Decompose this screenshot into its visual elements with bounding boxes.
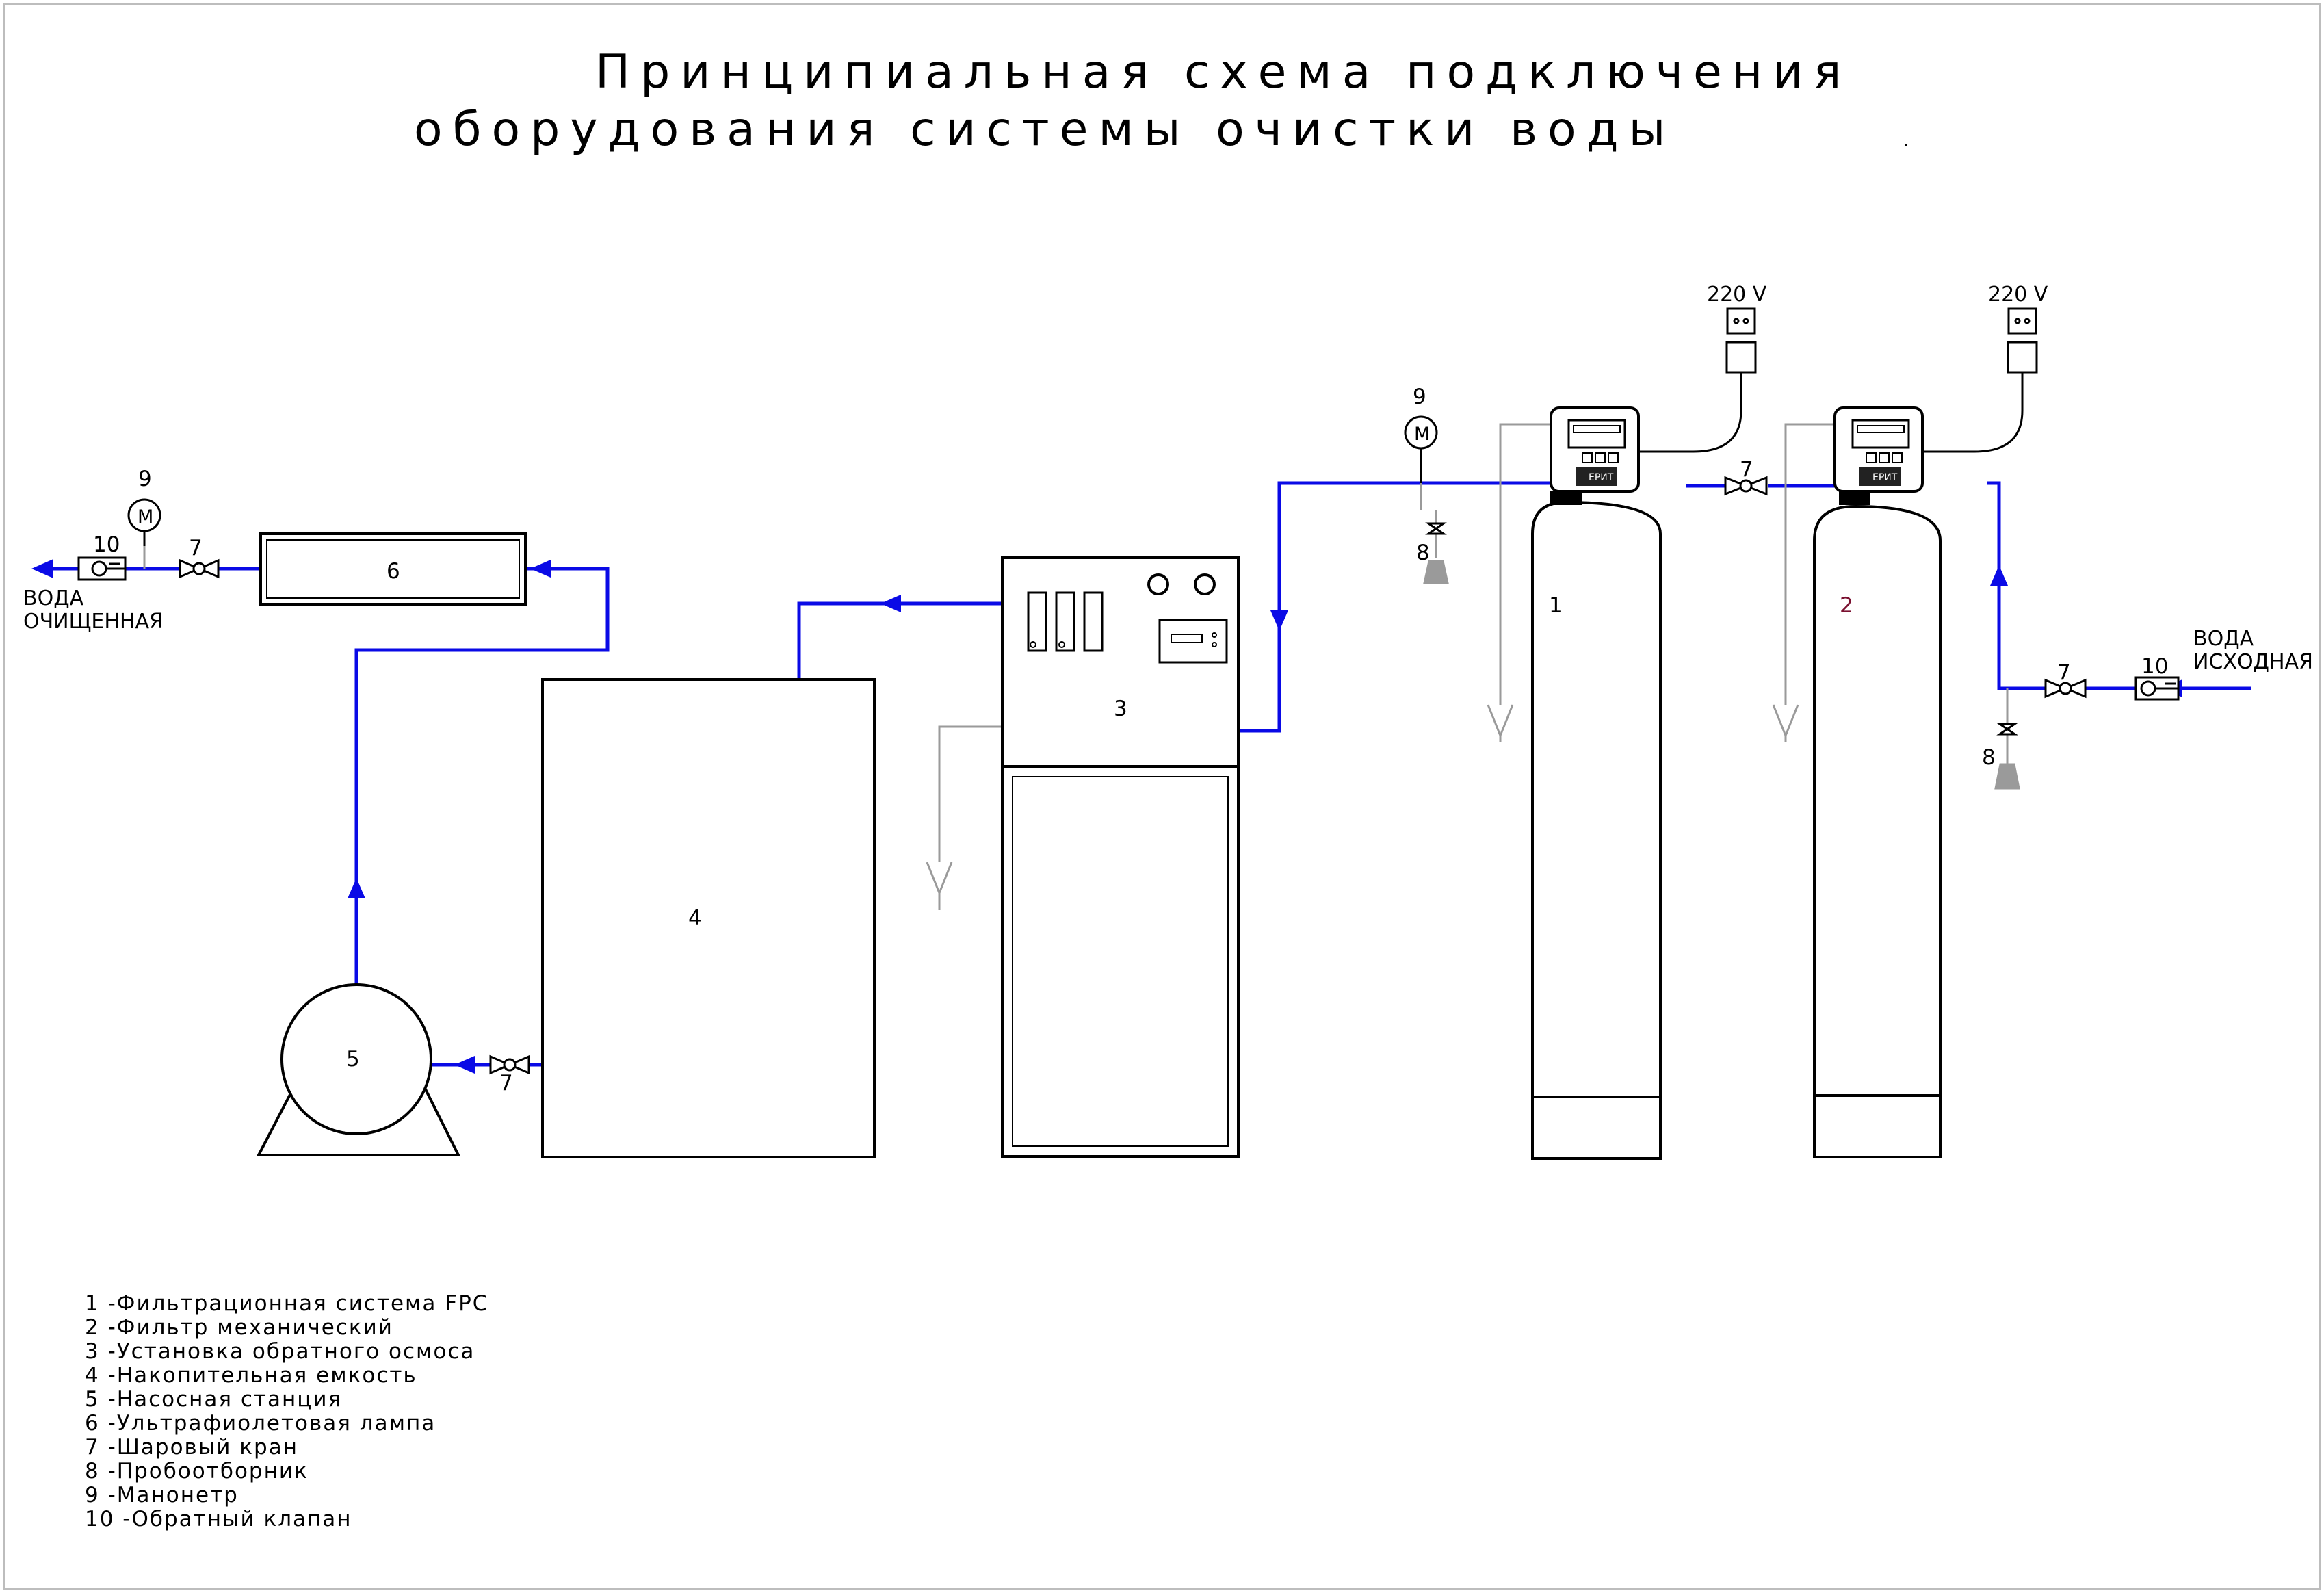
label-8: 8 (1982, 745, 1996, 770)
pump-station: 5 (256, 983, 461, 1156)
pipelines (47, 481, 2251, 1067)
arrow-icon (348, 878, 365, 898)
label-4: 4 (688, 906, 702, 931)
label-10: 10 (93, 532, 120, 557)
svg-text:ЕРИТ: ЕРИТ (1872, 472, 1898, 483)
label-7: 7 (189, 536, 203, 560)
storage-tank: 4 (541, 678, 876, 1158)
pressure-gauge-icon: M 9 (127, 467, 161, 546)
flow-arrows (31, 559, 2182, 1074)
drain-funnel-icon (926, 704, 1799, 910)
label-8: 8 (1416, 541, 1430, 565)
stray-dot (1905, 144, 1907, 146)
label-3: 3 (1114, 697, 1127, 721)
arrow-icon (454, 1056, 475, 1074)
power-supply-1: 220 V (1638, 283, 1767, 453)
label-10: 10 (2141, 654, 2168, 679)
inlet-label-line-2: ИСХОДНАЯ (2193, 650, 2313, 674)
legend-item: 10 -Обратный клапан (85, 1507, 352, 1531)
filter-column-2: ЕРИТ 2 (1813, 406, 1942, 1158)
pipe-ro-tank (797, 601, 1002, 679)
label-7: 7 (499, 1071, 513, 1096)
legend: 1 -Фильтрационная система FPC 2 -Фильтр … (85, 1291, 488, 1531)
label-7: 7 (2057, 660, 2071, 685)
power-label-2: 220 V (1988, 283, 2048, 307)
ball-valve-icon: 7 (179, 536, 220, 579)
legend-item: 7 -Шаровый кран (85, 1435, 298, 1460)
ball-valve-icon: 7 (489, 1054, 530, 1096)
plug-icon (1725, 341, 1757, 374)
svg-text:ЕРИТ: ЕРИТ (1589, 472, 1614, 483)
arrow-icon (31, 559, 53, 578)
label-1: 1 (1549, 593, 1563, 618)
socket-icon (1726, 307, 1756, 335)
legend-item: 4 -Накопительная емкость (85, 1363, 417, 1388)
page-border (3, 3, 2321, 1590)
arrow-icon (530, 560, 551, 578)
arrow-icon (1270, 610, 1288, 631)
arrow-icon (1990, 565, 2008, 586)
ball-valve-icon: 7 (1724, 457, 1768, 496)
pipe-filter1-ro (1238, 481, 1551, 733)
filter-column-1: ЕРИТ 1 (1531, 406, 1662, 1160)
label-9: 9 (1413, 385, 1426, 409)
label-2: 2 (1840, 593, 1853, 618)
check-valve-icon: 10 (2134, 654, 2180, 701)
label-6: 6 (387, 559, 400, 584)
legend-item: 3 -Установка обратного осмоса (85, 1339, 475, 1364)
socket-icon (2007, 307, 2037, 335)
ball-valve-icon: 7 (2044, 660, 2087, 699)
legend-item: 8 -Пробоотборник (85, 1459, 309, 1484)
power-label-1: 220 V (1707, 283, 1767, 307)
legend-item: 6 -Ультрафиолетовая лампа (85, 1411, 436, 1436)
sampler-icon: 8 (1416, 510, 1449, 584)
uv-lamp: 6 (259, 532, 527, 606)
legend-item: 9 -Манонетр (85, 1483, 239, 1507)
legend-item: 2 -Фильтр механический (85, 1315, 393, 1340)
pressure-gauge-icon: M 9 (1404, 385, 1438, 483)
plug-icon (2007, 341, 2038, 374)
inlet-label-line-1: ВОДА (2193, 627, 2254, 651)
check-valve-icon: 10 (77, 532, 127, 581)
label-9: 9 (138, 467, 152, 491)
legend-item: 1 -Фильтрационная система FPC (85, 1291, 488, 1316)
legend-item: 5 -Насосная станция (85, 1387, 342, 1412)
drain-lines (143, 423, 2009, 862)
reverse-osmosis-unit: 3 (1001, 556, 1240, 1158)
arrow-icon (880, 595, 901, 612)
pipe-pump-uv (354, 567, 610, 989)
label-5: 5 (346, 1047, 360, 1072)
label-7: 7 (1740, 457, 1753, 482)
svg-text:M: M (1414, 424, 1430, 445)
power-supply-2: 220 V (1922, 283, 2048, 453)
outlet-label-line-2: ОЧИЩЕННАЯ (23, 610, 164, 634)
sampler-icon: 8 (1982, 723, 2020, 790)
title-line-1: Принципиальная схема подключения (595, 45, 1851, 99)
outlet-label-line-1: ВОДА (23, 586, 84, 610)
svg-text:M: M (138, 506, 153, 528)
title-line-2: оборудования системы очистки воды (414, 103, 1675, 157)
